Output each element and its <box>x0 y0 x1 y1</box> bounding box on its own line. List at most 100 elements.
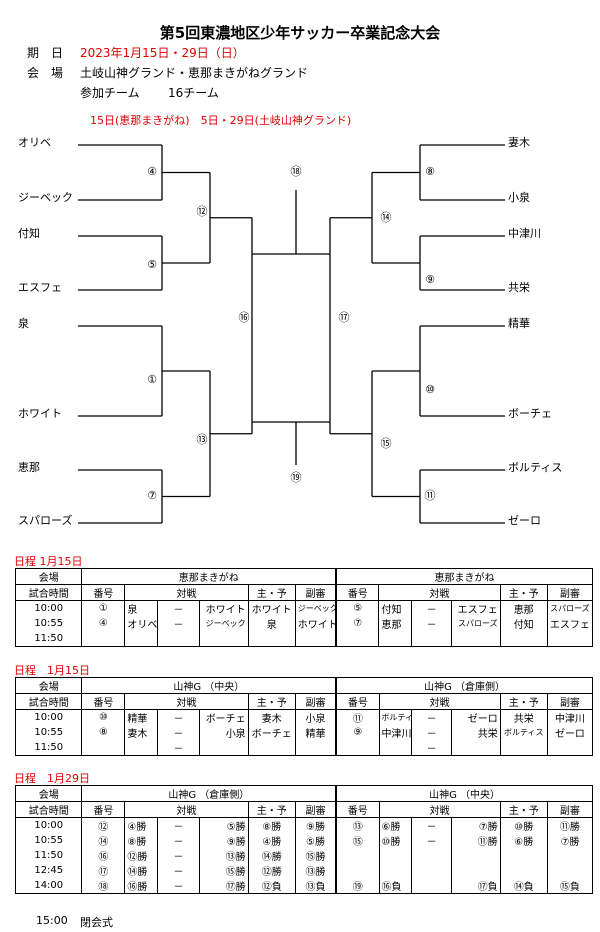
match-number: ⑯ <box>81 848 126 863</box>
vs-dash: － <box>156 833 201 848</box>
assistant-referee <box>546 863 594 878</box>
referee-header: 主・予 <box>247 693 296 710</box>
assistant-referee: ホワイト <box>294 616 337 631</box>
team-home: ⑥勝 <box>378 817 412 833</box>
venue-value: 土岐山神グランド・恵那まきがねグランド <box>80 66 309 80</box>
venue-header: 会場 <box>14 568 83 585</box>
team-left-8: スパローズ <box>18 513 72 527</box>
referee: ⑫勝 <box>247 863 296 878</box>
assistant-referee: 小泉 <box>294 709 337 725</box>
referee: ⑭負 <box>499 878 548 894</box>
team-away: エスフェ <box>451 600 501 616</box>
match-label-13: ⑪ <box>425 489 436 502</box>
assistant-header: 副審 <box>546 584 594 601</box>
venue-b: 山神G （倉庫側） <box>335 677 594 694</box>
team-away: ボーチェ <box>199 709 249 725</box>
vs-dash: － <box>156 709 201 725</box>
team-home: 精華 <box>124 709 158 725</box>
section-label: 日程 1月29日 <box>14 772 90 785</box>
time-header: 試合時間 <box>14 584 83 601</box>
time-cell: 10:00 <box>14 709 83 725</box>
team-away: 共栄 <box>451 725 501 740</box>
section-label: 日程 1月15日 <box>14 664 90 677</box>
table-row: 11:50－－ <box>14 740 594 756</box>
referee-header: 主・予 <box>499 801 548 818</box>
team-home <box>124 631 158 647</box>
match-header: 対戦 <box>378 693 501 710</box>
team-home: ⑯負 <box>378 878 412 894</box>
match-label-9: ⑲ <box>291 471 302 484</box>
venue-a: 山神G （倉庫側） <box>81 785 337 802</box>
venue-header: 会場 <box>14 785 83 802</box>
match-number: ⑦ <box>335 616 380 631</box>
team-away: ⑪勝 <box>451 833 501 848</box>
team-away <box>451 631 501 647</box>
match-label-7: ⑯ <box>239 311 250 324</box>
vs-dash: － <box>156 878 201 894</box>
team-away: スパローズ <box>451 616 501 631</box>
assistant-header: 副審 <box>546 693 594 710</box>
closing-ceremony-label: 閉会式 <box>80 916 113 929</box>
referee: 恵那 <box>499 600 548 616</box>
team-home: 付知 <box>378 600 412 616</box>
team-home: ⑩勝 <box>378 833 412 848</box>
teams-label: 参加チーム <box>80 86 140 100</box>
team-left-2: ジーベック <box>18 191 73 204</box>
team-away: ⑮勝 <box>199 863 249 878</box>
vs-dash: － <box>410 817 453 833</box>
match-label-11: ⑨ <box>425 273 435 286</box>
team-away: ⑤勝 <box>199 817 249 833</box>
team-home: 妻木 <box>124 725 158 740</box>
team-home <box>124 740 158 756</box>
referee <box>499 863 548 878</box>
match-number: ⑤ <box>335 600 380 616</box>
team-away <box>451 848 501 863</box>
vs-dash <box>410 863 453 878</box>
referee: ⑥勝 <box>499 833 548 848</box>
vs-dash: － <box>156 600 201 616</box>
team-right-2: 小泉 <box>508 190 530 204</box>
time-cell: 14:00 <box>14 878 83 894</box>
team-left-4: エスフェ <box>18 281 62 294</box>
match-number: ⑩ <box>81 709 126 725</box>
match-label-8: ⑱ <box>291 165 302 178</box>
team-away: ジーベック <box>199 616 249 631</box>
referee: 付知 <box>499 616 548 631</box>
referee: ボルティス <box>499 725 548 740</box>
team-right-5: 精華 <box>508 317 530 330</box>
match-label-6: ⑬ <box>197 433 208 446</box>
team-home: 恵那 <box>378 616 412 631</box>
team-home: 泉 <box>124 600 158 616</box>
match-header: 対戦 <box>124 801 249 818</box>
team-away: ゼーロ <box>451 709 501 725</box>
referee: 妻木 <box>247 709 296 725</box>
referee: 共栄 <box>499 709 548 725</box>
referee-header: 主・予 <box>499 693 548 710</box>
vs-dash: － <box>156 725 201 740</box>
match-header: 対戦 <box>378 801 501 818</box>
team-right-6: ボーチェ <box>508 407 552 420</box>
number-header: 番号 <box>335 693 380 710</box>
number-header: 番号 <box>335 584 380 601</box>
match-number: ⑰ <box>81 863 126 878</box>
time-cell: 11:50 <box>14 631 83 647</box>
time-cell: 11:50 <box>14 740 83 756</box>
section-label: 日程 1月15日 <box>14 555 83 568</box>
match-number: ⑭ <box>81 833 126 848</box>
team-left-5: 泉 <box>18 316 29 330</box>
assistant-referee: ⑦勝 <box>546 833 594 848</box>
date-label: 期 日 <box>27 46 64 60</box>
referee-header: 主・予 <box>499 584 548 601</box>
team-home: ⑭勝 <box>124 863 158 878</box>
vs-dash <box>410 631 453 647</box>
team-left-6: ホワイト <box>18 407 62 420</box>
team-home: ⑧勝 <box>124 833 158 848</box>
time-header: 試合時間 <box>14 801 83 818</box>
vs-dash: － <box>156 616 201 631</box>
team-home: オリベ <box>124 616 158 631</box>
closing-time: 15:00 <box>36 914 68 927</box>
